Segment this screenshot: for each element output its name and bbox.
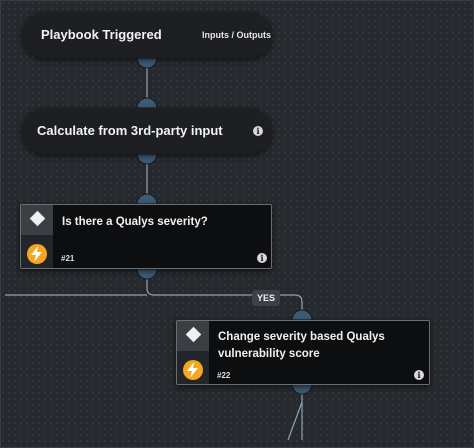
condition-diamond-icon <box>177 321 209 351</box>
info-icon[interactable]: i <box>414 370 424 380</box>
calc-output-port <box>136 153 158 165</box>
lightning-icon <box>27 244 47 264</box>
lightning-icon <box>183 360 203 380</box>
condition-task-card[interactable]: Is there a Qualys severity? #21 i <box>20 204 272 269</box>
task-id: #21 <box>61 254 75 263</box>
change-severity-task-card[interactable]: Change severity based Qualys vulnerabili… <box>176 320 430 385</box>
condition-output-port <box>136 268 158 280</box>
info-icon[interactable]: i <box>253 126 263 136</box>
condition-input-port <box>136 193 158 205</box>
task-id: #22 <box>217 371 231 380</box>
change-title-line2: vulnerability score <box>218 348 320 360</box>
change-input-port <box>291 309 313 321</box>
calc-title: Calculate from 3rd-party input <box>37 123 223 138</box>
condition-diamond-icon <box>21 205 53 235</box>
trigger-title: Playbook Triggered <box>41 27 162 42</box>
yes-branch-label: YES <box>252 290 281 306</box>
calculate-task-node[interactable]: Calculate from 3rd-party input i <box>22 108 272 154</box>
calc-input-port <box>136 97 158 109</box>
playbook-triggered-node[interactable]: Playbook Triggered Inputs / Outputs <box>22 12 272 58</box>
condition-title: Is there a Qualys severity? <box>62 216 208 228</box>
inputs-outputs-link[interactable]: Inputs / Outputs <box>202 30 271 40</box>
info-icon[interactable]: i <box>257 253 267 263</box>
change-output-port <box>291 383 313 395</box>
change-title-line1: Change severity based Qualys <box>218 331 385 343</box>
trigger-output-port <box>136 57 158 69</box>
